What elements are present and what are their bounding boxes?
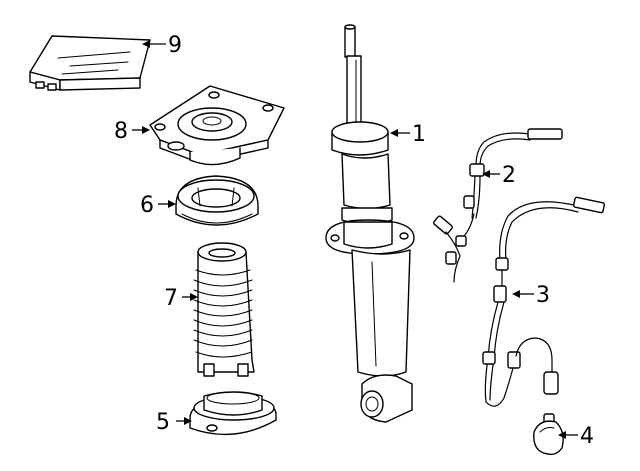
sensor-harness-upper [433,128,563,283]
callout-8: 8 [114,119,128,144]
upper-spring-seat [175,175,259,226]
callout-9: 9 [168,33,182,58]
callout-6: 6 [140,193,154,218]
shock-absorber [325,24,415,423]
callout-7: 7 [164,286,178,311]
callout-1: 1 [412,122,426,147]
sensor-connector [533,413,564,456]
dust-boot [193,242,255,377]
control-module [29,35,151,91]
sensor-harness-lower [482,196,606,407]
callout-leaders [132,40,578,439]
callout-3: 3 [536,283,550,308]
lower-spring-seat [189,391,277,436]
callout-5: 5 [156,410,170,435]
callout-4: 4 [580,424,594,449]
upper-mount [149,85,285,166]
callout-2: 2 [502,163,516,188]
